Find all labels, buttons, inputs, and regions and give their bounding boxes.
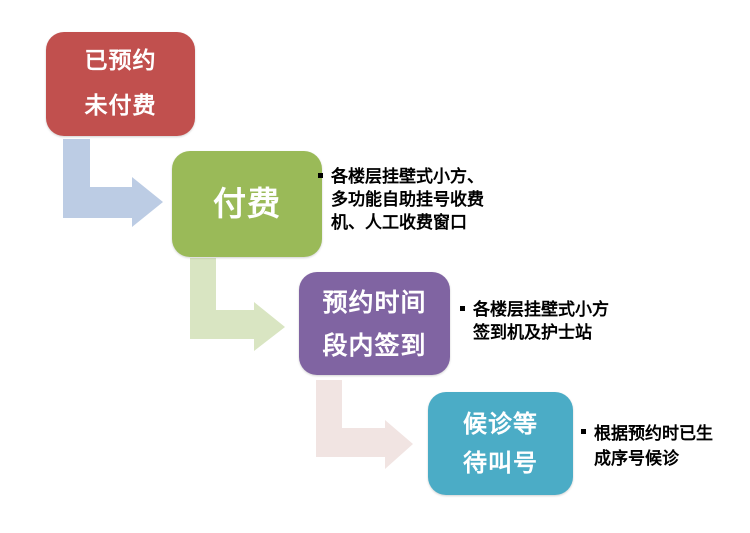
elbow-arrow-icon-3 — [316, 380, 413, 469]
elbow-arrow-icon-1 — [63, 139, 163, 227]
note-line: 机、人工收费窗口 — [331, 213, 467, 232]
step-box-wait-call: 候诊等 待叫号 — [428, 392, 573, 495]
step-box-pay: 付费 — [172, 151, 322, 257]
step-label-line: 段内签到 — [322, 330, 427, 360]
bullet-marker-icon — [460, 306, 465, 311]
note-line: 各楼层挂壁式小方、 — [331, 167, 484, 186]
note-pay: 各楼层挂壁式小方、 多功能自助挂号收费 机、人工收费窗口 — [318, 165, 484, 234]
note-check-in: 各楼层挂壁式小方 签到机及护士站 — [460, 298, 609, 344]
note-line: 各楼层挂壁式小方 — [473, 300, 609, 319]
step-label-line: 候诊等 — [463, 409, 538, 438]
step-label-line: 未付费 — [84, 93, 157, 119]
bullet-marker-icon — [318, 173, 323, 178]
step-box-check-in: 预约时间 段内签到 — [299, 272, 450, 375]
step-label-line: 预约时间 — [322, 287, 427, 317]
bullet-marker-icon — [581, 429, 586, 434]
step-label-line: 待叫号 — [463, 448, 538, 477]
step-box-booked-unpaid: 已预约 未付费 — [46, 32, 195, 136]
step-label-line: 付费 — [213, 184, 281, 223]
note-line: 签到机及护士站 — [473, 323, 592, 342]
elbow-arrow-icon-2 — [190, 258, 285, 351]
note-wait-call: 根据预约时已生 成序号候诊 — [581, 421, 713, 471]
note-line: 成序号候诊 — [594, 449, 679, 468]
note-line: 根据预约时已生 — [594, 424, 713, 443]
step-label-line: 已预约 — [84, 48, 157, 74]
note-line: 多功能自助挂号收费 — [331, 190, 484, 209]
